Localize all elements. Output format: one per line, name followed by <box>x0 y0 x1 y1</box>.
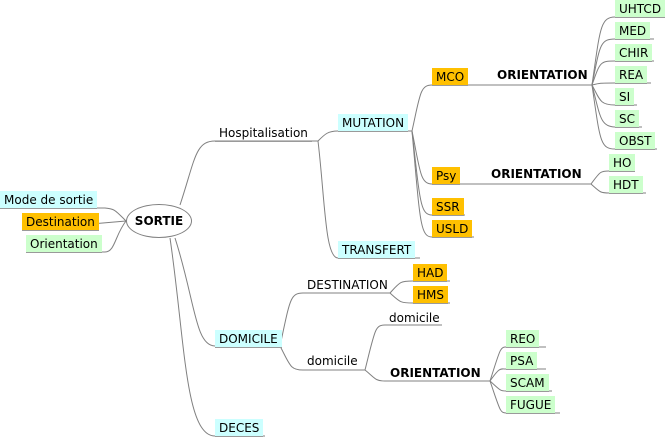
node-mco-orientation[interactable]: ORIENTATION <box>497 68 588 82</box>
node-scam[interactable]: SCAM <box>506 374 549 392</box>
node-hms[interactable]: HMS <box>413 286 448 304</box>
root-node-sortie[interactable]: SORTIE <box>126 204 192 238</box>
node-chir[interactable]: CHIR <box>615 44 653 62</box>
node-reo[interactable]: REO <box>506 330 540 348</box>
node-obst[interactable]: OBST <box>615 132 656 150</box>
node-domicile-destination[interactable]: DESTINATION <box>307 278 388 292</box>
node-psy-orientation[interactable]: ORIENTATION <box>491 167 582 181</box>
node-deces[interactable]: DECES <box>215 419 264 437</box>
node-destination[interactable]: Destination <box>22 213 99 231</box>
node-orientation[interactable]: Orientation <box>26 235 102 253</box>
node-mode-de-sortie[interactable]: Mode de sortie <box>0 191 98 209</box>
node-domicile-orientation[interactable]: ORIENTATION <box>390 366 481 380</box>
node-psa[interactable]: PSA <box>506 352 538 370</box>
node-usld[interactable]: USLD <box>432 220 473 238</box>
node-med[interactable]: MED <box>615 22 651 40</box>
node-psy[interactable]: Psy <box>432 167 461 185</box>
node-hdt[interactable]: HDT <box>609 176 643 194</box>
node-rea[interactable]: REA <box>615 66 648 84</box>
node-si[interactable]: SI <box>615 88 635 106</box>
node-ho[interactable]: HO <box>609 154 636 172</box>
node-fugue[interactable]: FUGUE <box>506 396 556 414</box>
node-sc[interactable]: SC <box>615 110 639 128</box>
node-mutation[interactable]: MUTATION <box>338 114 409 132</box>
node-mco[interactable]: MCO <box>432 68 469 86</box>
node-uhtcd[interactable]: UHTCD <box>615 0 666 18</box>
node-had[interactable]: HAD <box>413 264 448 282</box>
node-ssr[interactable]: SSR <box>432 198 464 216</box>
node-domicile-sub[interactable]: domicile <box>307 354 358 368</box>
node-hospitalisation[interactable]: Hospitalisation <box>215 124 312 142</box>
node-domicile[interactable]: DOMICILE <box>215 330 282 348</box>
node-transfert[interactable]: TRANSFERT <box>338 241 416 259</box>
node-domicile-child[interactable]: domicile <box>389 311 440 325</box>
